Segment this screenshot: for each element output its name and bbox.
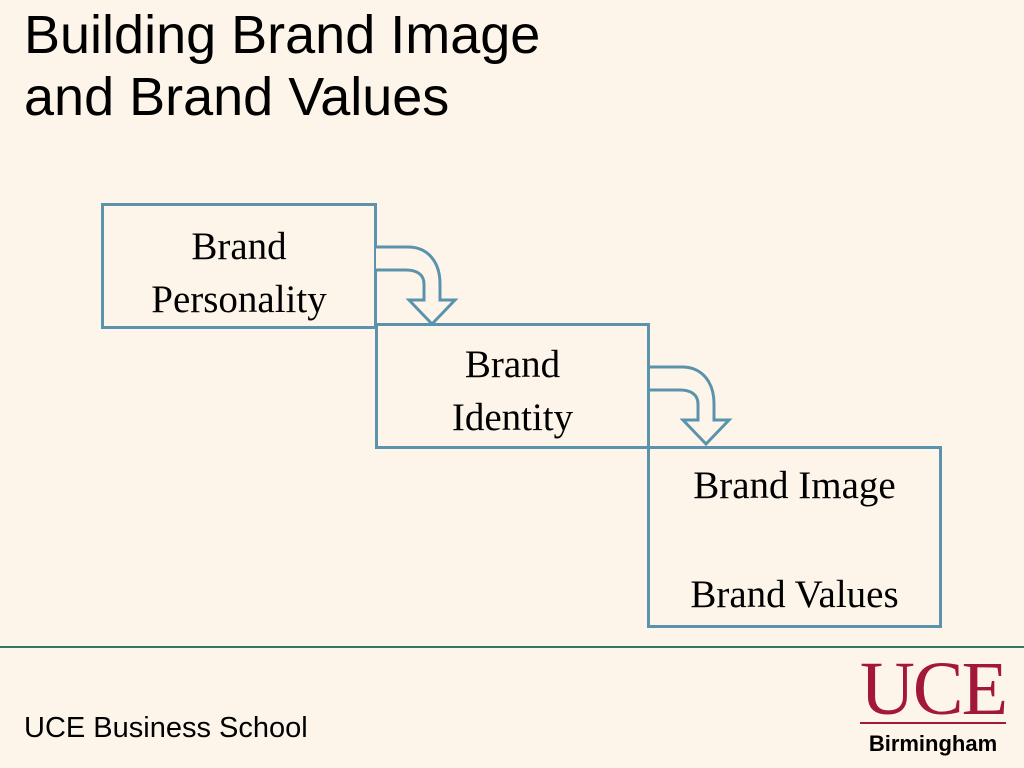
curved-arrow-down-icon: [650, 365, 733, 447]
logo-subtitle: Birmingham: [868, 731, 998, 756]
footer-divider: [0, 646, 1024, 648]
slide-title: Building Brand Image and Brand Values: [24, 4, 540, 128]
uce-birmingham-logo: UCE Birmingham: [858, 647, 1008, 760]
box-line: Brand Values: [690, 573, 899, 616]
box-brand-personality: Brand Personality: [101, 203, 377, 329]
box-line: Brand: [464, 343, 561, 386]
title-line-1: Building Brand Image: [24, 5, 541, 65]
box-brand-identity: Brand Identity: [375, 323, 650, 449]
box-line: Brand: [191, 225, 287, 268]
box-line: Identity: [451, 396, 574, 439]
box-spacer: [650, 512, 939, 568]
logo-rule: [860, 722, 1006, 724]
logo-wordmark: UCE: [860, 647, 1008, 731]
box-line: Personality: [151, 278, 327, 321]
title-line-2: and Brand Values: [24, 67, 450, 127]
curved-arrow-down-icon: [376, 245, 459, 327]
footer-school-name: UCE Business School: [24, 712, 308, 744]
box-line: Brand Image: [693, 464, 896, 507]
box-brand-image-values: Brand Image Brand Values: [647, 446, 942, 628]
